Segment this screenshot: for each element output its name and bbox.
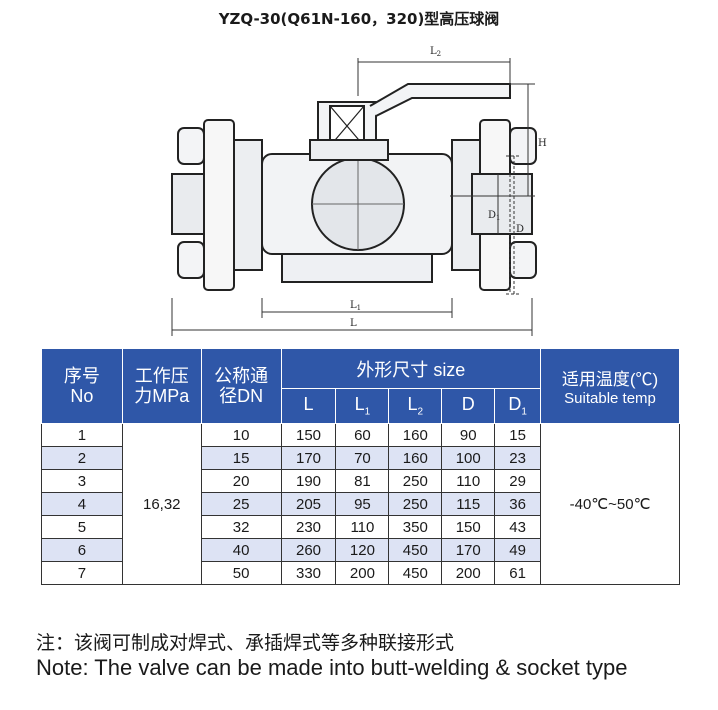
cell-L1: 60 (335, 423, 390, 447)
dim-label-L1: L1 (350, 300, 361, 312)
dim-label-D: D (516, 224, 524, 235)
header-temp-cn: 适用温度(℃) (561, 370, 659, 389)
header-dim-D: D (441, 388, 496, 424)
cell-D: 150 (441, 515, 496, 539)
cell-D: 100 (441, 446, 496, 470)
header-dim-L: L (280, 388, 337, 424)
cell-no: 5 (41, 515, 123, 539)
document-title: YZQ-30(Q61N-160，320)型高压球阀 (218, 10, 500, 28)
table-row: 6 40 260 120 450 170 49 (41, 538, 680, 562)
cell-L: 330 (280, 561, 337, 585)
header-pressure-cn: 工作压 (134, 366, 189, 386)
header-pressure-en: 力MPa (134, 386, 190, 406)
cell-dn: 10 (200, 423, 282, 447)
header-temp: 适用温度(℃) Suitable temp (540, 348, 680, 424)
cell-no: 7 (41, 561, 123, 585)
cell-L2: 450 (388, 538, 443, 562)
cell-L1: 200 (335, 561, 390, 585)
cell-L: 170 (280, 446, 337, 470)
spec-table: 序号 No 工作压 力MPa 公称通 径DN 外形尺寸 size 适用温度(℃)… (41, 348, 680, 585)
cell-L: 150 (280, 423, 337, 447)
cell-D1: 49 (494, 538, 542, 562)
cell-L2: 160 (388, 423, 443, 447)
cell-D: 170 (441, 538, 496, 562)
cell-L1: 110 (335, 515, 390, 539)
header-dim-L2: L2 (388, 388, 443, 424)
cell-D1: 61 (494, 561, 542, 585)
cell-dn: 20 (200, 469, 282, 493)
cell-pressure: 16,32 (121, 423, 202, 585)
header-dim-D1: D1 (494, 388, 542, 424)
cell-D1: 36 (494, 492, 542, 516)
cell-no: 4 (41, 492, 123, 516)
table-row: 2 15 170 70 160 100 23 (41, 446, 680, 470)
cell-L2: 250 (388, 469, 443, 493)
header-temp-en: Suitable temp (564, 390, 656, 407)
note-english: Note: The valve can be made into butt-we… (36, 655, 628, 680)
valve-drawing: L2 H D D1 L1 L (171, 46, 547, 336)
cell-L: 230 (280, 515, 337, 539)
header-size-group: 外形尺寸 size (280, 348, 542, 389)
cell-L1: 95 (335, 492, 390, 516)
cell-L1: 70 (335, 446, 390, 470)
cell-dn: 50 (200, 561, 282, 585)
cell-D1: 43 (494, 515, 542, 539)
header-dn: 公称通 径DN (200, 348, 282, 424)
cell-L2: 450 (388, 561, 443, 585)
cell-L2: 350 (388, 515, 443, 539)
header-no-en: No (70, 386, 94, 406)
cell-dn: 25 (200, 492, 282, 516)
table-row: 4 25 205 95 250 115 36 (41, 492, 680, 516)
cell-no: 3 (41, 469, 123, 493)
cell-L: 190 (280, 469, 337, 493)
cell-L: 260 (280, 538, 337, 562)
cell-L1: 120 (335, 538, 390, 562)
cell-no: 1 (41, 423, 123, 447)
header-dim-L1: L1 (335, 388, 390, 424)
cell-D1: 29 (494, 469, 542, 493)
cell-temp: -40℃~50℃ (540, 423, 680, 585)
table-row: 7 50 330 200 450 200 61 (41, 561, 680, 585)
header-dn-cn: 公称通 (214, 366, 269, 386)
cell-dn: 40 (200, 538, 282, 562)
dim-label-L2: L2 (430, 46, 441, 58)
cell-L1: 81 (335, 469, 390, 493)
cell-L2: 250 (388, 492, 443, 516)
header-dn-en: 径DN (219, 386, 264, 406)
header-no-cn: 序号 (63, 366, 100, 386)
cell-D: 110 (441, 469, 496, 493)
dim-label-L: L (350, 318, 357, 329)
cell-D1: 23 (494, 446, 542, 470)
cell-dn: 15 (200, 446, 282, 470)
note-chinese: 注：该阀可制成对焊式、承插焊式等多种联接形式 (36, 632, 455, 654)
cell-D: 90 (441, 423, 496, 447)
cell-D: 200 (441, 561, 496, 585)
header-pressure: 工作压 力MPa (121, 348, 202, 424)
cell-no: 6 (41, 538, 123, 562)
table-row: 1 16,32 10 150 60 160 90 15 -40℃~50℃ (41, 423, 680, 585)
header-no: 序号 No (41, 348, 123, 424)
cell-L2: 160 (388, 446, 443, 470)
cell-D1: 15 (494, 423, 542, 447)
cell-dn: 32 (200, 515, 282, 539)
dim-label-H: H (538, 138, 547, 149)
cell-no: 2 (41, 446, 123, 470)
table-row: 3 20 190 81 250 110 29 (41, 469, 680, 493)
cell-D: 115 (441, 492, 496, 516)
cell-L: 205 (280, 492, 337, 516)
